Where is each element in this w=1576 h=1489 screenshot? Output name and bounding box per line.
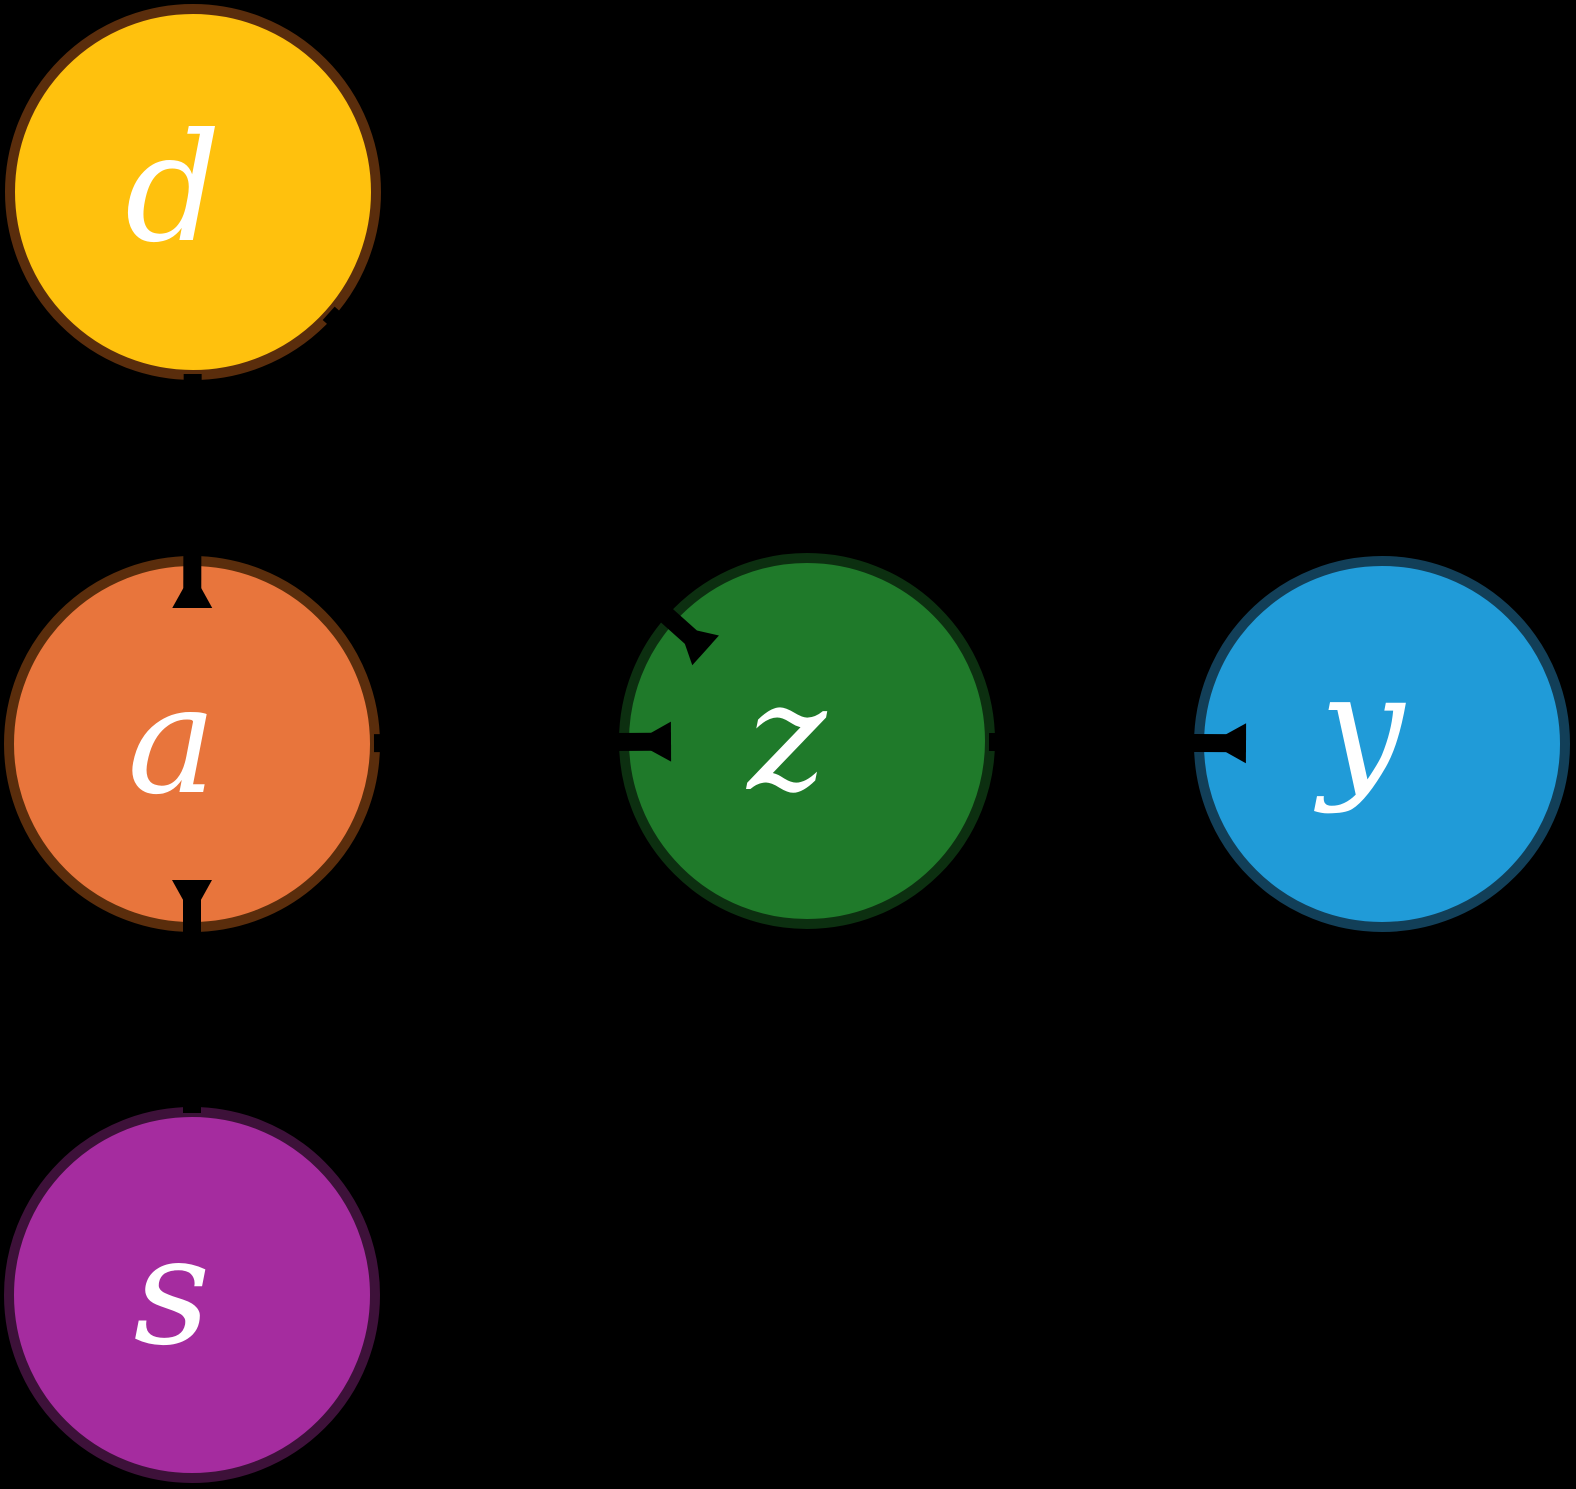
node-d-label: d [125, 102, 221, 276]
arrowhead-icon [635, 721, 672, 762]
arrowhead-icon [678, 626, 719, 666]
edge-d-a [172, 373, 213, 609]
arrowhead-icon [172, 572, 213, 609]
edge-a-z [373, 721, 672, 762]
node-a-label: a [127, 654, 216, 828]
arrowhead-icon [172, 880, 212, 916]
edge-z-y [988, 723, 1247, 764]
edge-line [373, 732, 672, 753]
node-s-label: s [134, 1205, 211, 1379]
node-y-label: y [1314, 642, 1407, 816]
edge-d-z [322, 306, 719, 666]
labels-layer: d a z y s [125, 102, 1407, 1379]
edge-line [988, 732, 1247, 753]
edge-line [322, 306, 712, 658]
node-z-label: z [745, 651, 827, 825]
edges-layer [172, 306, 1247, 1113]
edge-s-a [172, 880, 212, 1113]
arrowhead-icon [1210, 723, 1247, 764]
